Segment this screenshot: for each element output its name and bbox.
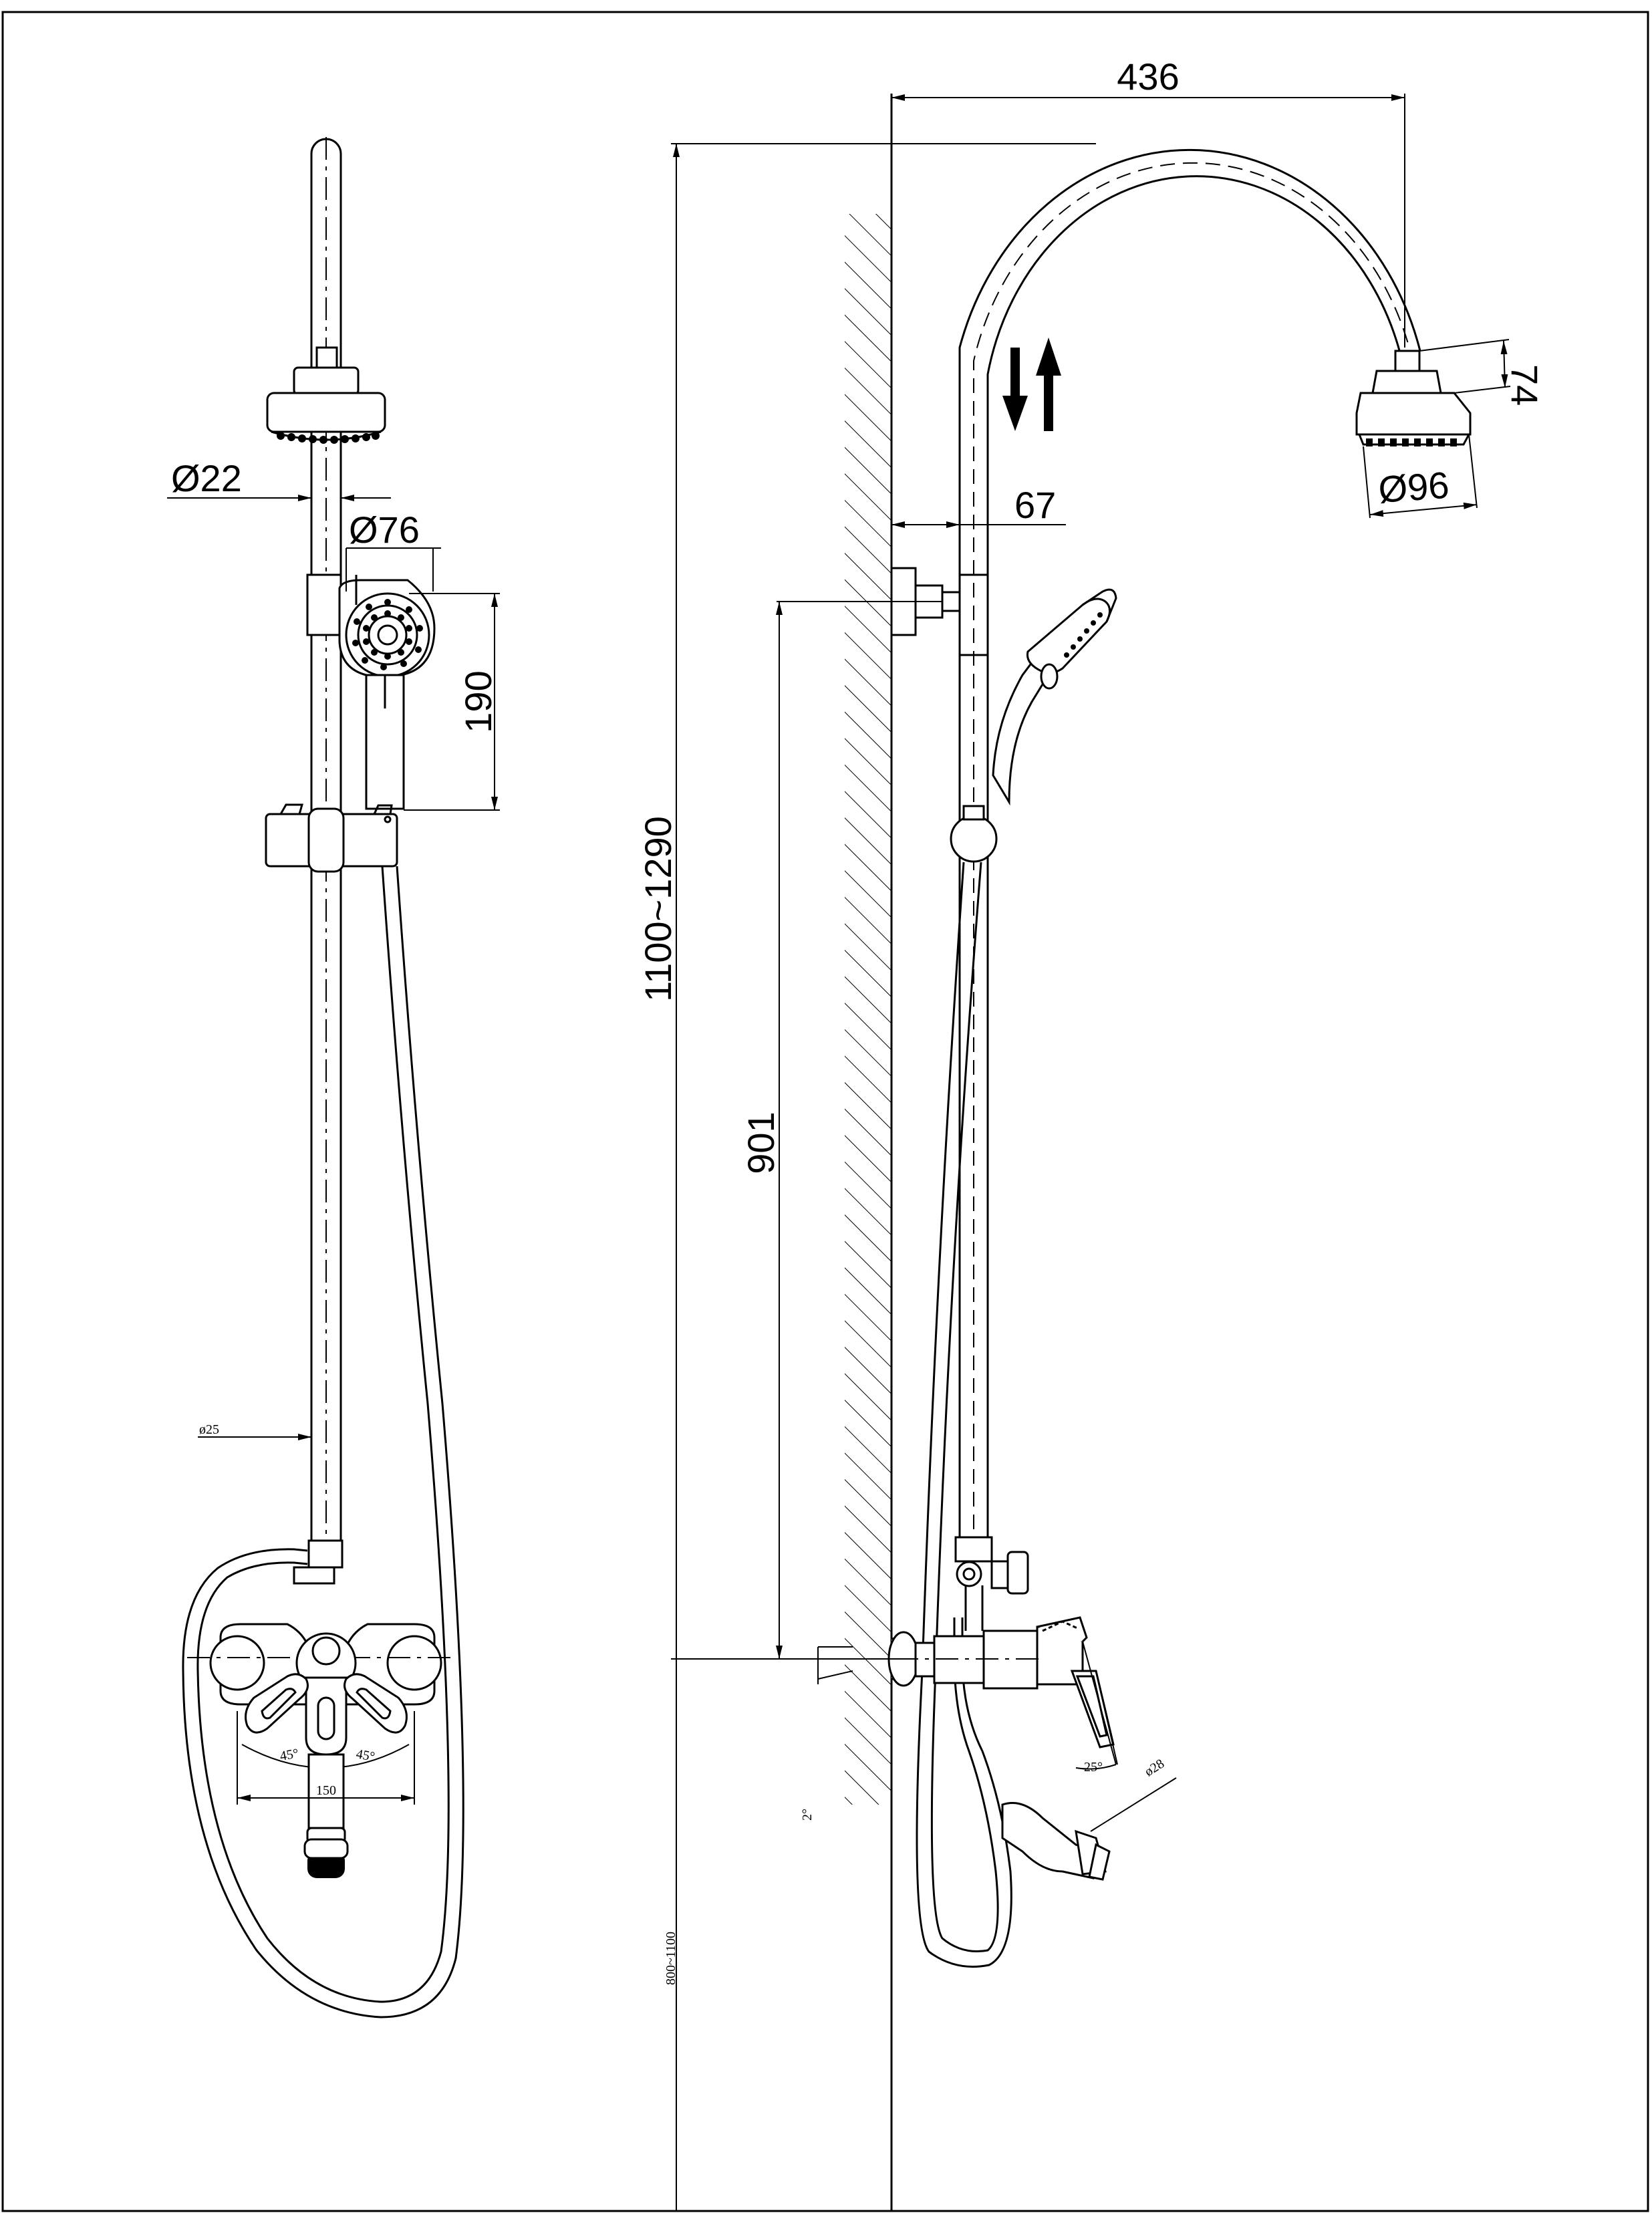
dim-handshower-length: 190 [457,670,499,733]
handshower-side [992,588,1117,806]
height-adjust-arrows-icon [1002,338,1061,431]
angle-left-label: 45° [279,1746,299,1764]
spout-side: ø28 [1001,1756,1177,1881]
dim-head-height: 74 [1504,364,1546,406]
mixer-side: 25° [815,1616,1118,1775]
dim-tilt: 2° [800,1809,815,1821]
dim-install-height: 800~1100 [664,1932,678,1985]
dim-handshower-diameter: Ø76 [349,509,420,551]
slider-knob [950,815,998,863]
side-dimensions: 436 74 Ø96 67 1100~1290 800~1100 [637,55,1546,2211]
dim-bracket-height: 901 [740,1112,782,1174]
spout-diameter-label: ø28 [1142,1756,1167,1780]
angle-right-label: 45° [355,1746,376,1765]
dim-head-diameter: Ø96 [1377,464,1450,511]
front-view: 45° 45° Ø22 Ø76 190 ø25 [167,137,500,2019]
hose-side [916,862,1012,1968]
dim-reach: 436 [1117,55,1179,98]
diverter-side [954,1536,1029,1631]
handshower-front [306,573,436,810]
dim-pipe-diameter: Ø22 [171,457,242,499]
head-shower-side [1355,370,1472,446]
dim-spacing: 150 [316,1783,336,1798]
side-view: 25° ø28 436 74 Ø [637,55,1546,2211]
dim-wall-offset: 67 [1014,484,1056,526]
arch-pipe [958,148,1421,575]
wall [845,94,893,2211]
slide-bracket-front [265,803,398,873]
sheet-border [1,11,1649,2212]
head-shower-front [266,366,386,444]
mixer-front: 45° 45° [187,1623,454,1878]
spout-angle-label: 25° [1084,1760,1103,1775]
dim-rail-diameter: ø25 [199,1422,219,1437]
hose-front [196,866,450,2003]
dim-total-height: 1100~1290 [637,816,679,1002]
front-dimensions: Ø22 Ø76 190 ø25 150 [167,457,500,1805]
